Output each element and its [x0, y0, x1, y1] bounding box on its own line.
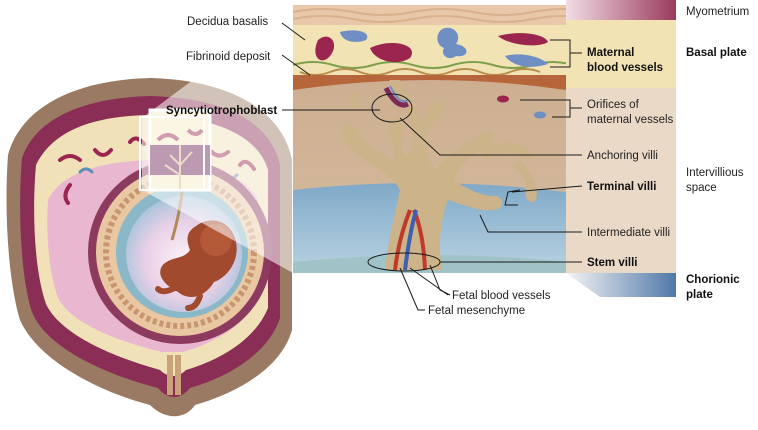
- myometrium-bar: [566, 0, 676, 20]
- zoom-box: [139, 116, 205, 191]
- label-stem-villi: Stem villi: [587, 257, 638, 269]
- chorionic-plate-bar: [566, 273, 676, 297]
- label-basal-plate: Basal plate: [686, 47, 747, 59]
- label-orifices-1: Orifices of: [587, 99, 640, 111]
- label-intervillious-space-1: Intervillious: [686, 167, 744, 179]
- zoom-wedge: [142, 5, 293, 273]
- label-maternal-blood-vessels-1: Maternal: [587, 47, 634, 59]
- label-decidua-basalis: Decidua basalis: [187, 16, 268, 28]
- placenta-section: [293, 5, 566, 273]
- labels: Decidua basalis Fibrinoid deposit Syncyt…: [166, 6, 749, 317]
- label-chorionic-plate-2: plate: [686, 289, 713, 301]
- label-syncytiotrophoblast: Syncytiotrophoblast: [166, 105, 277, 117]
- label-fibrinoid-deposit: Fibrinoid deposit: [186, 51, 271, 63]
- label-fetal-mesenchyme: Fetal mesenchyme: [428, 305, 525, 317]
- label-fetal-blood-vessels: Fetal blood vessels: [452, 290, 551, 302]
- label-orifices-2: maternal vessels: [587, 114, 674, 126]
- leader-lines: [281, 22, 583, 311]
- intervillious-bar: [566, 88, 676, 273]
- label-chorionic-plate-1: Chorionic: [686, 274, 740, 286]
- basal-plate-bar: [566, 20, 676, 88]
- label-anchoring-villi: Anchoring villi: [587, 150, 658, 162]
- label-myometrium: Myometrium: [686, 6, 749, 18]
- label-maternal-blood-vessels-2: blood vessels: [587, 62, 663, 74]
- label-intervillious-space-2: space: [686, 182, 717, 194]
- label-terminal-villi: Terminal villi: [587, 181, 656, 193]
- label-intermediate-villi: Intermediate villi: [587, 227, 670, 239]
